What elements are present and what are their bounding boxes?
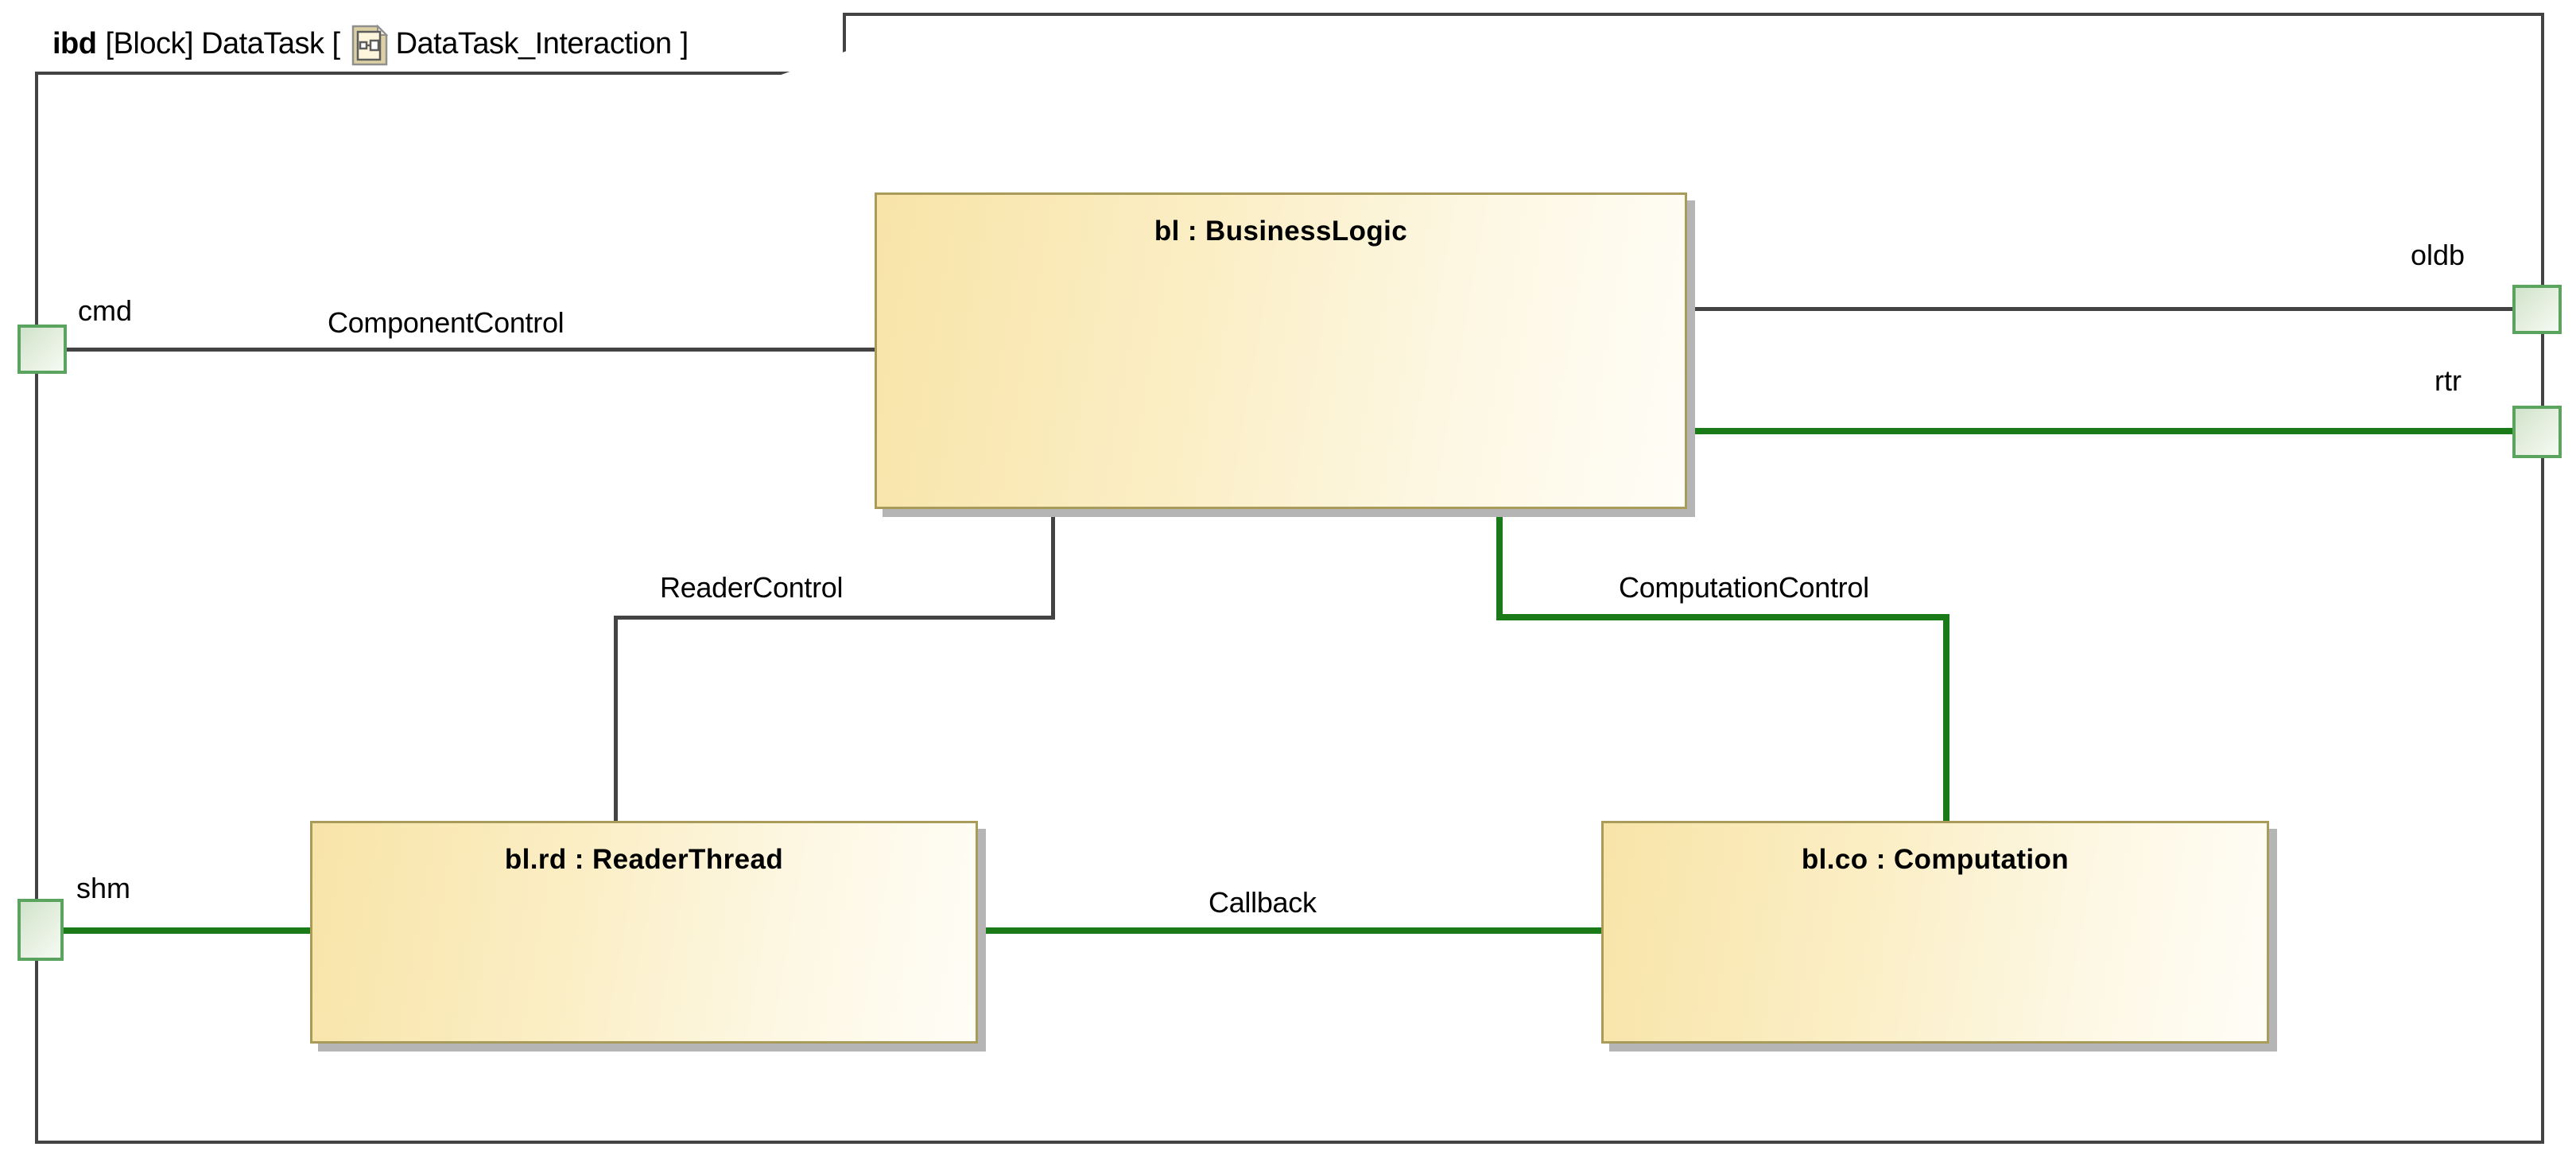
connector-rtr-segment[interactable] (1684, 428, 2530, 434)
part-readerthread[interactable]: bl.rd : ReaderThread (310, 821, 978, 1044)
port-oldb-label: oldb (2411, 239, 2465, 271)
port-cmd-label: cmd (78, 294, 133, 327)
connector-readercontrol-vertical-upper[interactable] (1051, 507, 1055, 619)
connector-shm-segment[interactable] (45, 927, 315, 934)
port-oldb[interactable] (2512, 285, 2562, 334)
part-businesslogic[interactable]: bl : BusinessLogic (875, 192, 1687, 509)
diagram-frame (35, 13, 2544, 1144)
connector-computationcontrol-horizontal[interactable] (1496, 614, 1949, 620)
connector-computationcontrol-label: ComputationControl (1619, 571, 1869, 604)
port-shm[interactable] (17, 899, 64, 961)
connector-readercontrol-label: ReaderControl (660, 571, 844, 604)
port-rtr-label: rtr (2434, 364, 2462, 397)
part-computation[interactable]: bl.co : Computation (1601, 821, 2269, 1044)
connector-readercontrol-vertical-lower[interactable] (614, 616, 618, 822)
port-shm-label: shm (76, 872, 131, 904)
part-readerthread-label: bl.rd : ReaderThread (504, 844, 784, 875)
connector-componentcontrol-segment[interactable] (45, 348, 878, 352)
port-cmd[interactable] (17, 325, 67, 374)
connector-callback-segment[interactable] (970, 927, 1606, 934)
port-rtr[interactable] (2512, 406, 2562, 458)
connector-computationcontrol-vertical-lower[interactable] (1943, 614, 1949, 822)
connector-computationcontrol-vertical-upper[interactable] (1496, 507, 1503, 620)
connector-oldb-segment[interactable] (1684, 307, 2530, 311)
connector-componentcontrol-label: ComponentControl (328, 306, 564, 339)
connector-readercontrol-horizontal[interactable] (614, 616, 1055, 620)
connector-callback-label: Callback (1208, 886, 1317, 919)
part-businesslogic-label: bl : BusinessLogic (1154, 216, 1408, 247)
part-computation-label: bl.co : Computation (1801, 844, 2070, 875)
diagram-header-tab[interactable] (35, 13, 846, 75)
